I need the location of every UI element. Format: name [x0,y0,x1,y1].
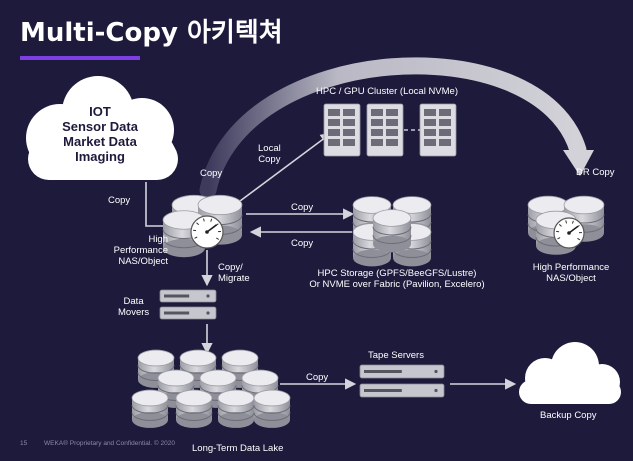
hpc-cluster-text: HPC / GPU Cluster (Local NVMe) [316,86,459,97]
primary-nas-line: Performance [113,245,168,256]
dr-nas-gauge [553,217,585,249]
cloud-line: IOT [89,104,111,119]
data-lake-label: Long-Term Data Lake [192,443,284,454]
primary-nas-label: High Performance NAS/Object [108,234,168,267]
hpc-node [366,103,404,157]
page-title: Multi-Copy 아키텍쳐 [20,18,283,48]
hpc-node [419,103,457,157]
data-mover-server [159,289,217,303]
primary-nas-gauge [190,215,224,249]
data-movers-line: Movers [118,307,150,318]
data-movers-line: Data [123,296,144,307]
local-copy-label: Local Copy [258,143,281,165]
hpc-storage-line: HPC Storage (GPFS/BeeGFS/Lustre) [317,268,477,279]
dr-copy-label: DR Copy [576,167,615,178]
data-lake-disk [175,389,213,428]
cloud-copy-label: Copy [108,195,131,206]
hpc-storage-label: HPC Storage (GPFS/BeeGFS/Lustre) Or NVME… [300,268,494,290]
cloud-line: Imaging [75,149,125,164]
from-hpc-copy-label: Copy [291,238,314,249]
tape-server [359,383,445,398]
tape-server [359,364,445,379]
copy-migrate-line: Migrate [218,273,250,284]
data-movers-label: Data Movers [118,296,149,318]
dr-nas-line: NAS/Object [546,273,596,284]
hpc-node [323,103,361,157]
data-lake-disk [253,389,291,428]
backup-cloud [519,342,621,404]
primary-nas-line: NAS/Object [118,256,168,267]
lake-copy-label: Copy [306,372,329,383]
copy-migrate-line: Copy/ [218,262,243,273]
data-lake-disk [131,389,169,428]
dr-copy-arc [199,57,587,199]
primary-nas-line: High [148,234,168,245]
nas-to-hpc-cluster-arrow [235,132,332,205]
footer-text: WEKA® Proprietary and Confidential. © 20… [44,440,175,447]
data-source-cloud [26,76,178,180]
data-mover-server [159,306,217,320]
dr-copy-arc-head [563,150,594,176]
footer-page-number: 15 [20,440,28,447]
title-underline [20,56,140,60]
local-copy-line: Copy [258,154,281,165]
cloud-line: Sensor Data [62,119,138,134]
cloud-line: Market Data [63,134,137,149]
dr-nas-line: High Performance [532,262,610,273]
tape-servers-label: Tape Servers [368,350,424,361]
hpc-storage-disk [372,209,412,253]
data-lake-disk [217,389,255,428]
cloud-label: IOT Sensor Data Market Data Imaging [38,104,162,164]
backup-copy-label: Backup Copy [540,410,597,421]
hpc-cluster-label: HPC / GPU Cluster (Local NVMe) [316,86,458,97]
copy-migrate-label: Copy/ Migrate [218,262,250,284]
arc-copy-label: Copy [200,168,223,179]
local-copy-line: Local [258,143,281,154]
to-hpc-copy-label: Copy [291,202,314,213]
hpc-storage-line: Or NVME over Fabric (Pavilion, Excelero) [309,279,485,290]
dr-nas-label: High Performance NAS/Object [526,262,616,284]
